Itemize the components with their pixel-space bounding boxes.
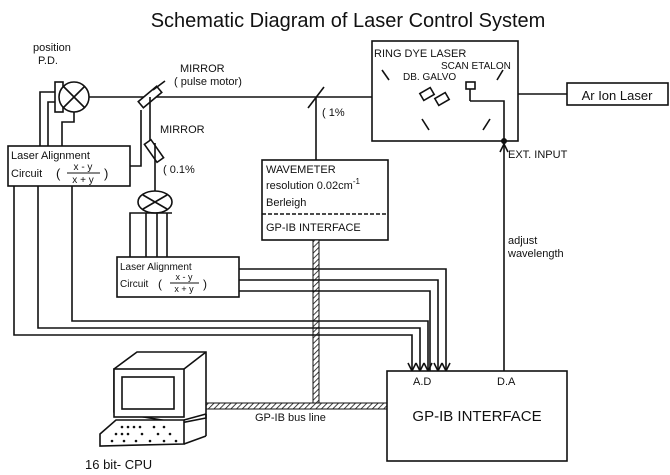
svg-text:(: ( [56, 166, 61, 181]
gpib-ad-label: A.D [413, 376, 431, 388]
svg-text:(: ( [158, 277, 162, 291]
position-pd-label-2: P.D. [38, 55, 58, 67]
laser-alignment-bottom-den: x + y [174, 284, 194, 294]
gpib-da-label: D.A [497, 376, 516, 388]
laser-alignment-top-num: x - y [74, 162, 93, 173]
ar-ion-laser-label: Ar Ion Laser [582, 88, 653, 103]
mirror-label: MIRROR [160, 124, 205, 136]
scan-etalon-label: SCAN ETALON [441, 61, 511, 72]
cpu-label: 16 bit- CPU [85, 457, 152, 472]
wavemeter-maker: Berleigh [266, 197, 306, 209]
pct-1-label: ( 1% [322, 107, 345, 119]
lower-photodiode [129, 190, 173, 257]
position-photodiode [54, 81, 90, 113]
ext-input-label: EXT. INPUT [508, 149, 568, 161]
ring-dye-laser-title: RING DYE LASER [374, 48, 466, 60]
mirror-beam-splitter [143, 138, 165, 197]
wavemeter-box: WAVEMETER resolution 0.02cm-1 Berleigh G… [261, 159, 389, 241]
laser-alignment-bottom-title: Laser Alignment [120, 262, 192, 273]
laser-alignment-bottom-num: x - y [176, 272, 193, 282]
mirror-motor-label: MIRROR [180, 63, 225, 75]
svg-text:): ) [203, 277, 207, 291]
wavemeter-resolution: resolution 0.02cm-1 [266, 177, 360, 192]
diagram-title: Schematic Diagram of Laser Control Syste… [151, 10, 546, 32]
wavelength-label: wavelength [507, 248, 564, 260]
ring-dye-laser-box: RING DYE LASER SCAN ETALON DB. GALVO [371, 40, 519, 142]
computer-icon [99, 351, 207, 447]
db-galvo-label: DB. GALVO [403, 72, 456, 83]
pct-01-label: ( 0.1% [163, 164, 195, 176]
laser-alignment-top-den: x + y [72, 175, 93, 186]
laser-alignment-bottom-box: Laser Alignment Circuit ( x - y x + y ) [116, 256, 240, 298]
ext-input-junction [501, 138, 507, 144]
gpib-interface-title: GP-IB INTERFACE [412, 408, 541, 425]
control-lines [13, 110, 509, 373]
adjust-label: adjust [508, 235, 537, 247]
gpib-bus-vertical [312, 239, 320, 407]
laser-alignment-top-box: Laser Alignment Circuit ( x - y x + y ) [7, 145, 131, 187]
svg-text:): ) [104, 166, 108, 181]
ar-ion-laser-box [566, 82, 669, 106]
mirror-pulse-motor [137, 80, 166, 143]
gpib-bus-label: GP-IB bus line [255, 412, 326, 424]
position-pd-label: position [33, 42, 71, 54]
wavemeter-interface: GP-IB INTERFACE [266, 222, 361, 234]
laser-alignment-top-title: Laser Alignment [11, 150, 90, 162]
laser-alignment-bottom-circuit: Circuit [120, 279, 149, 290]
wavemeter-title: WAVEMETER [266, 164, 336, 176]
mirror-motor-label-2: ( pulse motor) [174, 76, 242, 88]
gpib-bus-line [204, 402, 389, 410]
gpib-interface-main-box: A.D D.A GP-IB INTERFACE [386, 370, 568, 462]
laser-alignment-top-circuit: Circuit [11, 168, 42, 180]
